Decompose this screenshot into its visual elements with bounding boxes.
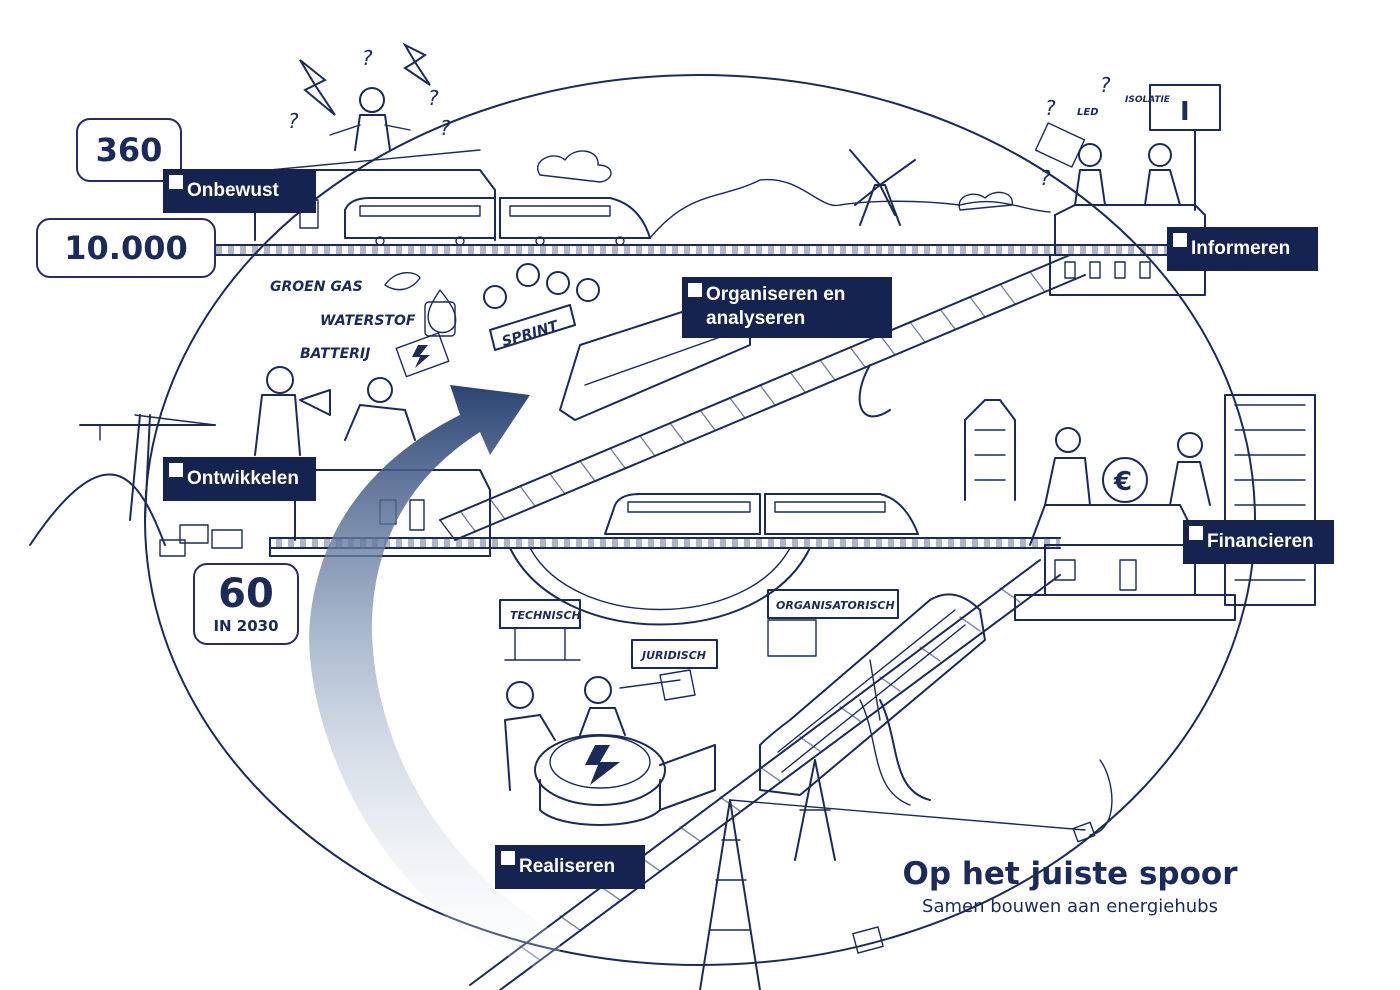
stage-realiseren-label: Realiseren [519, 856, 616, 877]
stage-ontwikkelen[interactable]: Ontwikkelen [163, 457, 316, 501]
lower-diagonal-track [469, 559, 1061, 990]
arch-bridge [509, 547, 811, 626]
right-curve-track [858, 364, 891, 418]
stat-60-subtitle: IN 2030 [213, 617, 279, 635]
label-technisch: TECHNISCH [510, 609, 581, 622]
sign-organisatorisch [767, 589, 899, 657]
power-pylons [699, 759, 1086, 990]
stage-organiseren-label: Organiseren en analyseren [706, 284, 846, 329]
stage-informeren-label: Informeren [1191, 238, 1291, 259]
stat-60-value: 60 [218, 571, 274, 617]
stage-financieren[interactable]: Financieren [1183, 520, 1334, 564]
info-board [1149, 84, 1221, 211]
stage-organiseren[interactable]: Organiseren en analyseren [682, 277, 892, 338]
stage-onbewust[interactable]: Onbewust [163, 169, 316, 213]
middle-train [604, 493, 919, 535]
upper-diagonal-track [439, 254, 1086, 541]
battery-icon [395, 332, 450, 378]
label-juridisch: JURIDISCH [640, 649, 706, 662]
stage-financieren-label: Financieren [1207, 531, 1314, 552]
svg-text:?: ? [288, 109, 299, 133]
stat-10000-value: 10.000 [64, 229, 188, 267]
svg-text:?: ? [440, 116, 451, 140]
middle-track [269, 537, 1061, 549]
top-track [214, 244, 1261, 256]
checkbox-icon [169, 175, 183, 189]
label-euro: € [1113, 467, 1132, 497]
checkbox-icon [1173, 233, 1187, 247]
cloud-1 [537, 150, 612, 183]
megaphone-people [254, 366, 416, 456]
page-title: Op het juiste spoor [902, 856, 1238, 892]
stage-ontwikkelen-label: Ontwikkelen [187, 468, 299, 489]
info-people [1034, 122, 1181, 206]
confused-person [329, 87, 411, 151]
diagonal-train [759, 593, 986, 796]
dirt-pile [29, 473, 166, 546]
svg-text:?: ? [1040, 166, 1051, 190]
checkbox-icon [169, 463, 183, 477]
sign-technisch [499, 599, 581, 661]
small-plug-icon [852, 926, 884, 954]
stage-realiseren[interactable]: Realiseren [495, 845, 645, 889]
windmill [849, 149, 916, 226]
stage-onbewust-label: Onbewust [187, 180, 279, 201]
stage-informeren[interactable]: Informeren [1167, 227, 1318, 271]
label-led: LED [1077, 107, 1099, 118]
svg-text:?: ? [428, 86, 439, 110]
label-batterij: BATTERIJ [300, 346, 370, 362]
diagonal-ties [459, 271, 1046, 532]
city-buildings [964, 394, 1316, 606]
lightning-bolts [299, 42, 431, 116]
top-train [344, 197, 651, 246]
hills [649, 178, 1051, 239]
stat-360-value: 360 [95, 131, 163, 169]
energy-hub-device [534, 734, 716, 826]
svg-text:?: ? [1100, 73, 1111, 97]
checkbox-icon [1189, 526, 1203, 540]
process-arrow [309, 385, 560, 975]
station-informeren [1049, 204, 1206, 296]
stat-60: 60 IN 2030 [193, 563, 299, 645]
bricks [159, 524, 243, 557]
checkbox-icon [501, 851, 515, 865]
label-organisatorisch: ORGANISATORISCH [776, 599, 895, 612]
svg-text:?: ? [362, 46, 373, 70]
hub-people [504, 676, 626, 791]
cloud-2 [958, 191, 1013, 211]
drop-icon [424, 289, 457, 337]
label-sprint: SPRINT [500, 318, 561, 351]
title-block: Op het juiste spoor Samen bouwen aan ene… [880, 856, 1260, 917]
sprint-team [483, 263, 600, 351]
checkbox-icon [688, 283, 702, 297]
page-subtitle: Samen bouwen aan energiehubs [922, 896, 1218, 917]
label-groen-gas: GROEN GAS [270, 279, 363, 295]
svg-text:?: ? [1045, 96, 1056, 120]
sign-juridisch [619, 639, 718, 701]
stat-360: 360 [76, 118, 182, 182]
plug-cable [1089, 759, 1113, 836]
label-waterstof: WATERSTOF [320, 313, 416, 329]
leaf-icon [384, 272, 421, 291]
stat-10000: 10.000 [36, 218, 216, 278]
label-isolatie: ISOLATIE [1125, 95, 1171, 105]
question-marks: ? ? ? ? ? ? ? [288, 46, 1111, 190]
finance-people [1044, 427, 1211, 506]
label-info-sign: I [1180, 97, 1190, 127]
